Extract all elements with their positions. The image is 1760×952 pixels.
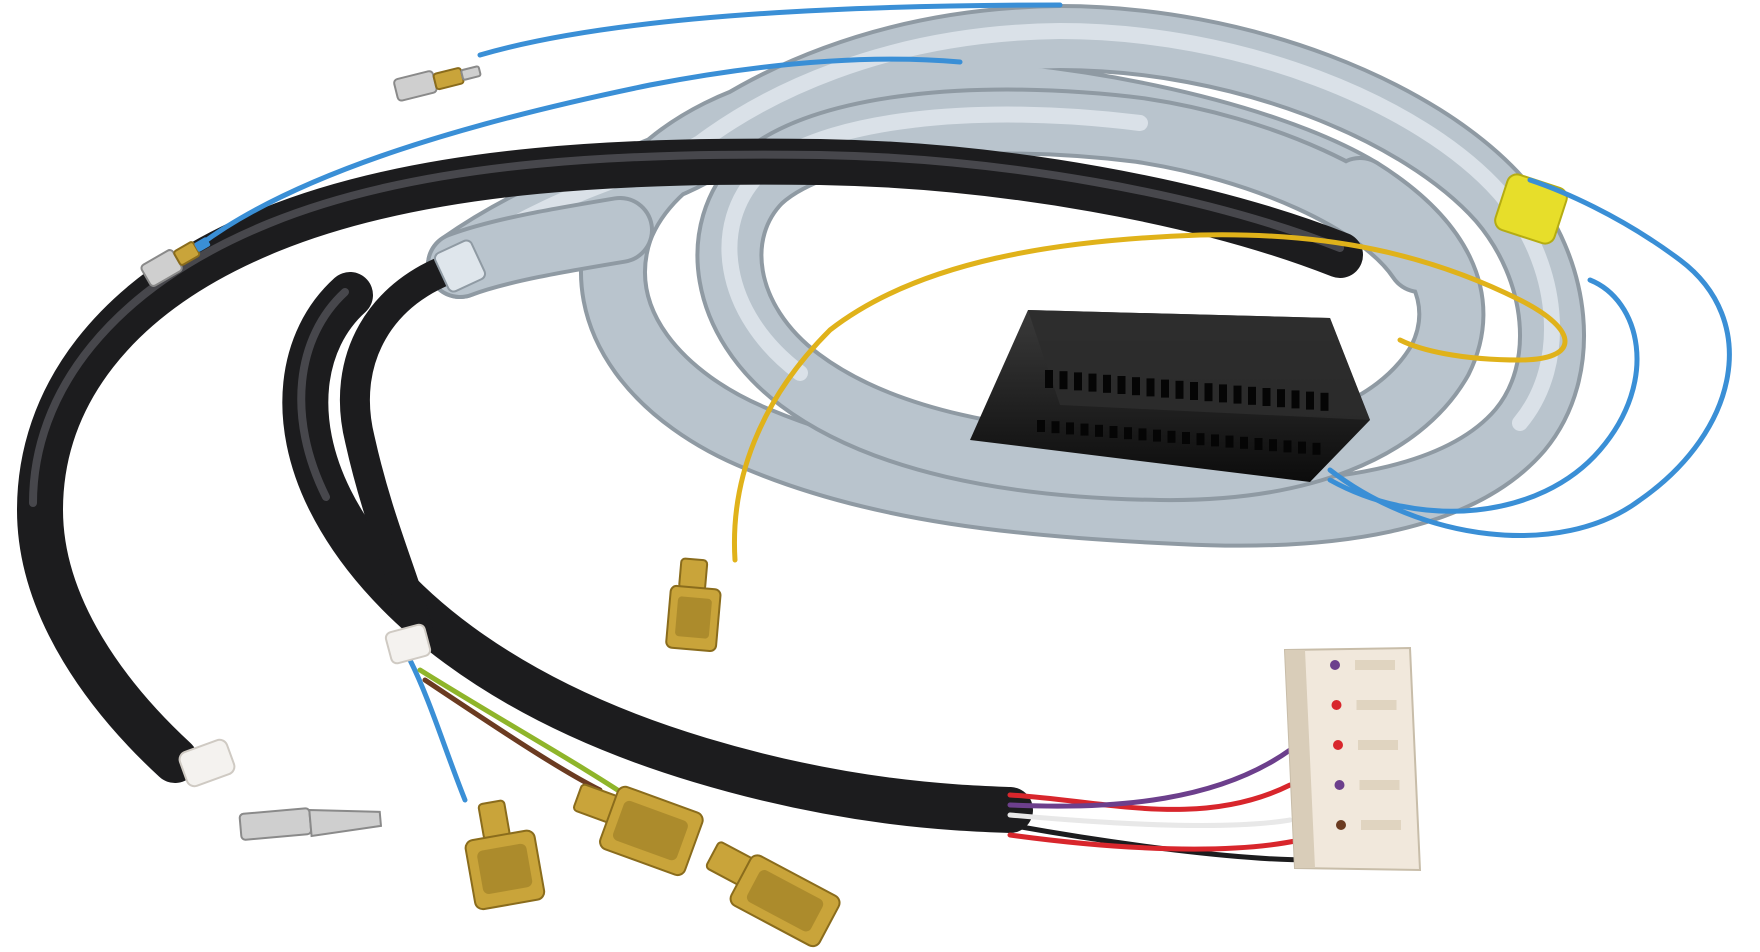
connector-pin-slot — [1277, 389, 1285, 408]
connector-pin-slot — [1182, 432, 1190, 444]
connector-pin-slot — [1204, 383, 1213, 402]
terminal-middle — [572, 783, 704, 877]
connector-pin-slot — [1138, 428, 1147, 441]
connector-pin-slot — [1045, 370, 1053, 388]
connector-pin-slot — [1254, 438, 1263, 450]
blue-wire-right-inner — [1327, 277, 1640, 514]
yellow-wire-to-terminal — [731, 232, 1568, 563]
spade-terminals — [238, 557, 841, 948]
connector-pin-slot — [1225, 435, 1234, 448]
terminal-silver-left — [238, 807, 383, 841]
connector-pin-slot — [1161, 379, 1169, 398]
white-connector-slot — [1361, 820, 1401, 830]
connector-pin-slot — [1262, 388, 1271, 406]
connector-pin-slot — [1059, 371, 1068, 390]
connector-pin-slot — [1167, 430, 1176, 443]
black-cable-group — [16, 138, 1363, 833]
blue-wire-right-loop — [1327, 177, 1732, 538]
connector-pin-slot — [1298, 441, 1306, 454]
connector-pin-slot — [1037, 420, 1045, 432]
connector-pin-slot — [1124, 427, 1132, 440]
connector-pin-slot — [1248, 386, 1256, 405]
white-connector-pin-hole — [1334, 780, 1345, 790]
blue-wire-group — [197, 2, 1732, 803]
connector-pin-slot — [1196, 433, 1205, 446]
black-cable-middle — [339, 250, 475, 655]
connector-pin-slot — [1175, 380, 1184, 399]
connector-pin-slot — [1074, 372, 1082, 391]
connector-pin-slot — [1240, 436, 1248, 449]
connector-pin-slot — [1088, 373, 1097, 392]
connector-pin-slot — [1066, 422, 1074, 435]
white-connector-block — [1283, 646, 1422, 872]
connector-pin-slot — [1132, 377, 1140, 396]
white-connector-pin-hole — [1330, 660, 1340, 670]
connector-pin-slot — [1190, 382, 1198, 400]
crimp-left — [140, 237, 211, 287]
black-cable-long — [16, 138, 1363, 783]
connector-pin-slot — [1211, 434, 1219, 447]
brown-wire-lower — [422, 677, 603, 793]
white-connector-slot — [1356, 700, 1397, 710]
terminal-yellow-wire — [665, 557, 722, 653]
connector-pin-slot — [1320, 392, 1329, 411]
black-multipin-connector — [970, 310, 1370, 482]
connector-pin-slot — [1103, 374, 1111, 393]
connector-pin-slot — [1080, 423, 1089, 436]
connector-pin-slot — [1306, 391, 1314, 410]
white-connector-slot — [1358, 740, 1398, 750]
white-connector-pin-hole — [1331, 700, 1342, 710]
connector-pin-slot — [1146, 378, 1155, 397]
connector-pin-slot — [1051, 421, 1060, 434]
connector-pin-slot — [1269, 439, 1277, 452]
connector-pin-slot — [1153, 429, 1161, 442]
white-connector-wires — [1007, 747, 1313, 863]
sleeve-bands — [178, 239, 487, 788]
white-connector-slot — [1355, 660, 1395, 670]
black-cable-lower — [282, 272, 1033, 833]
connector-pin-slot — [1312, 442, 1321, 455]
connector-pin-slot — [1095, 424, 1103, 437]
terminal-right-long — [705, 841, 841, 948]
white-connector-pin-hole — [1333, 740, 1343, 750]
connector-pin-slot — [1117, 376, 1126, 394]
connector-pin-slot — [1219, 384, 1227, 403]
blue-wire-top — [477, 2, 1063, 58]
connector-pin-slot — [1283, 440, 1292, 453]
small-crimp-terminals — [140, 65, 482, 287]
crimp-top — [393, 65, 482, 102]
connector-pin-slot — [1291, 390, 1300, 409]
white-connector-pin-hole — [1336, 820, 1346, 830]
blue-wire-upper — [197, 56, 963, 248]
white-connector-slot — [1359, 780, 1400, 790]
connector-pin-slot — [1233, 385, 1242, 404]
blue-wire-lower — [407, 657, 468, 803]
gray-cable-lead-to-left — [426, 196, 654, 299]
terminal-blue-lower-left — [464, 799, 546, 911]
connector-pin-slot — [1109, 426, 1118, 438]
